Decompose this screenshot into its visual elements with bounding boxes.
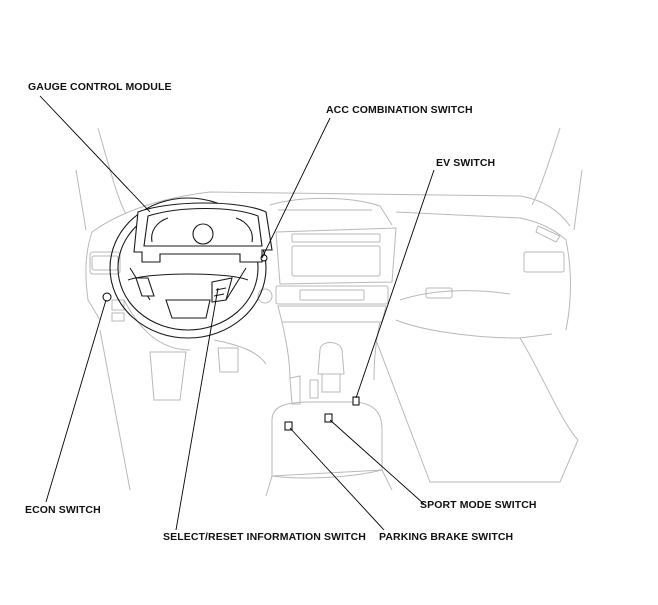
label-parking-brake-switch: PARKING BRAKE SWITCH [379,531,514,543]
dashboard-top [91,191,571,243]
leader-acc-combination-switch [261,117,331,259]
right-side-panel [395,239,571,339]
switches [102,254,360,431]
center-console [265,337,579,497]
leader-parking-brake-switch [289,427,385,531]
leader-econ-switch [45,299,107,503]
shifter [289,342,345,405]
label-gauge-control-module: GAUGE CONTROL MODULE [28,81,172,93]
label-econ-switch: ECON SWITCH [25,504,101,516]
label-sport-mode-switch: SPORT MODE SWITCH [420,499,537,511]
leader-lines [39,95,435,531]
a-pillars [75,127,583,231]
label-select-reset-information-switch: SELECT/RESET INFORMATION SWITCH [163,531,366,543]
center-stack [257,227,397,381]
leader-select-reset-information-switch [175,287,219,531]
label-ev-switch: EV SWITCH [436,157,496,169]
leader-sport-mode-switch [329,419,425,505]
pedals-area [99,299,267,491]
label-acc-combination-switch: ACC COMBINATION SWITCH [326,104,473,116]
leader-ev-switch [355,169,435,399]
gauge-cluster [133,202,273,263]
leader-gauge-control-module [39,95,151,213]
